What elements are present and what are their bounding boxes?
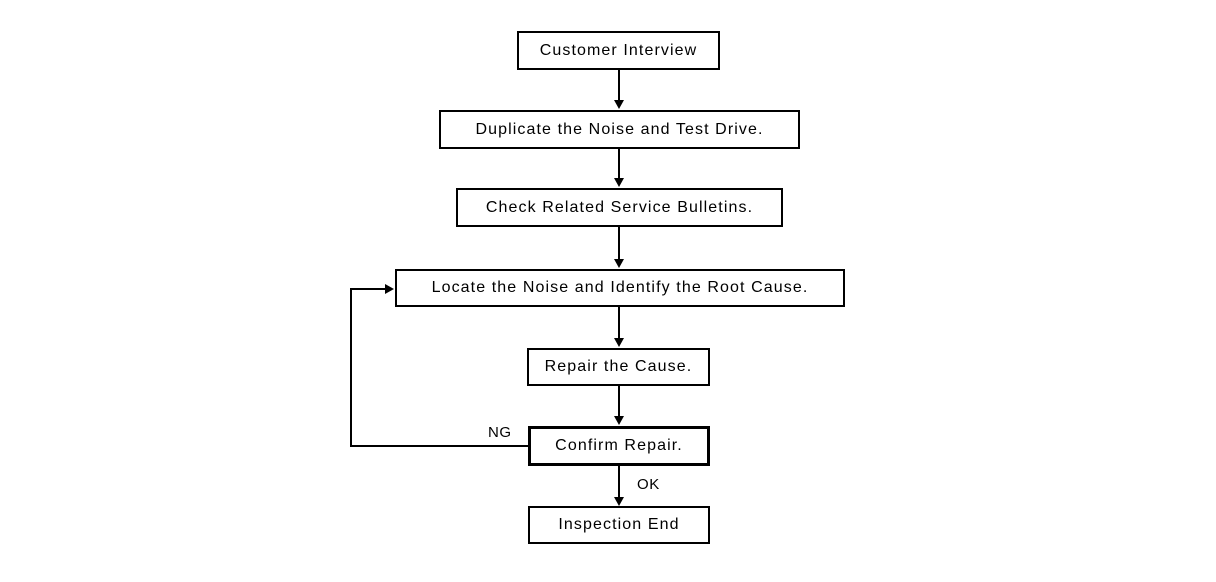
node-check-bulletins[interactable]: Check Related Service Bulletins. [456, 188, 783, 227]
node-label: Inspection End [558, 516, 680, 533]
arrowhead-down-icon [614, 100, 624, 109]
node-label: Confirm Repair. [555, 437, 683, 454]
node-label: Locate the Noise and Identify the Root C… [431, 279, 809, 296]
arrowhead-down-icon [614, 178, 624, 187]
arrowhead-down-icon [614, 338, 624, 347]
edge-label-ng: NG [488, 424, 512, 441]
connector-bulletins-to-locate [618, 227, 620, 260]
loop-segment-top [350, 288, 386, 290]
loop-segment-riser [350, 288, 352, 447]
node-confirm-repair[interactable]: Confirm Repair. [528, 426, 710, 466]
edge-label-ok: OK [637, 476, 660, 493]
node-label: Check Related Service Bulletins. [485, 198, 754, 216]
node-locate-noise[interactable]: Locate the Noise and Identify the Root C… [395, 269, 845, 307]
node-label: Repair the Cause. [544, 358, 693, 375]
arrowhead-down-icon [614, 259, 624, 268]
arrowhead-right-icon [385, 284, 394, 294]
arrowhead-down-icon [614, 416, 624, 425]
node-inspection-end[interactable]: Inspection End [528, 506, 710, 544]
connector-customer-to-duplicate [618, 70, 620, 101]
node-repair-cause[interactable]: Repair the Cause. [527, 348, 710, 386]
connector-locate-to-repair [618, 307, 620, 339]
connector-confirm-to-end [618, 466, 620, 499]
node-customer-interview[interactable]: Customer Interview [517, 31, 720, 70]
node-label: Duplicate the Noise and Test Drive. [475, 120, 764, 138]
connector-repair-to-confirm [618, 386, 620, 418]
node-label: Customer Interview [539, 41, 698, 59]
loop-segment-bottom [350, 445, 530, 447]
arrowhead-down-icon [614, 497, 624, 506]
node-duplicate-noise[interactable]: Duplicate the Noise and Test Drive. [439, 110, 800, 149]
connector-duplicate-to-bulletins [618, 149, 620, 180]
